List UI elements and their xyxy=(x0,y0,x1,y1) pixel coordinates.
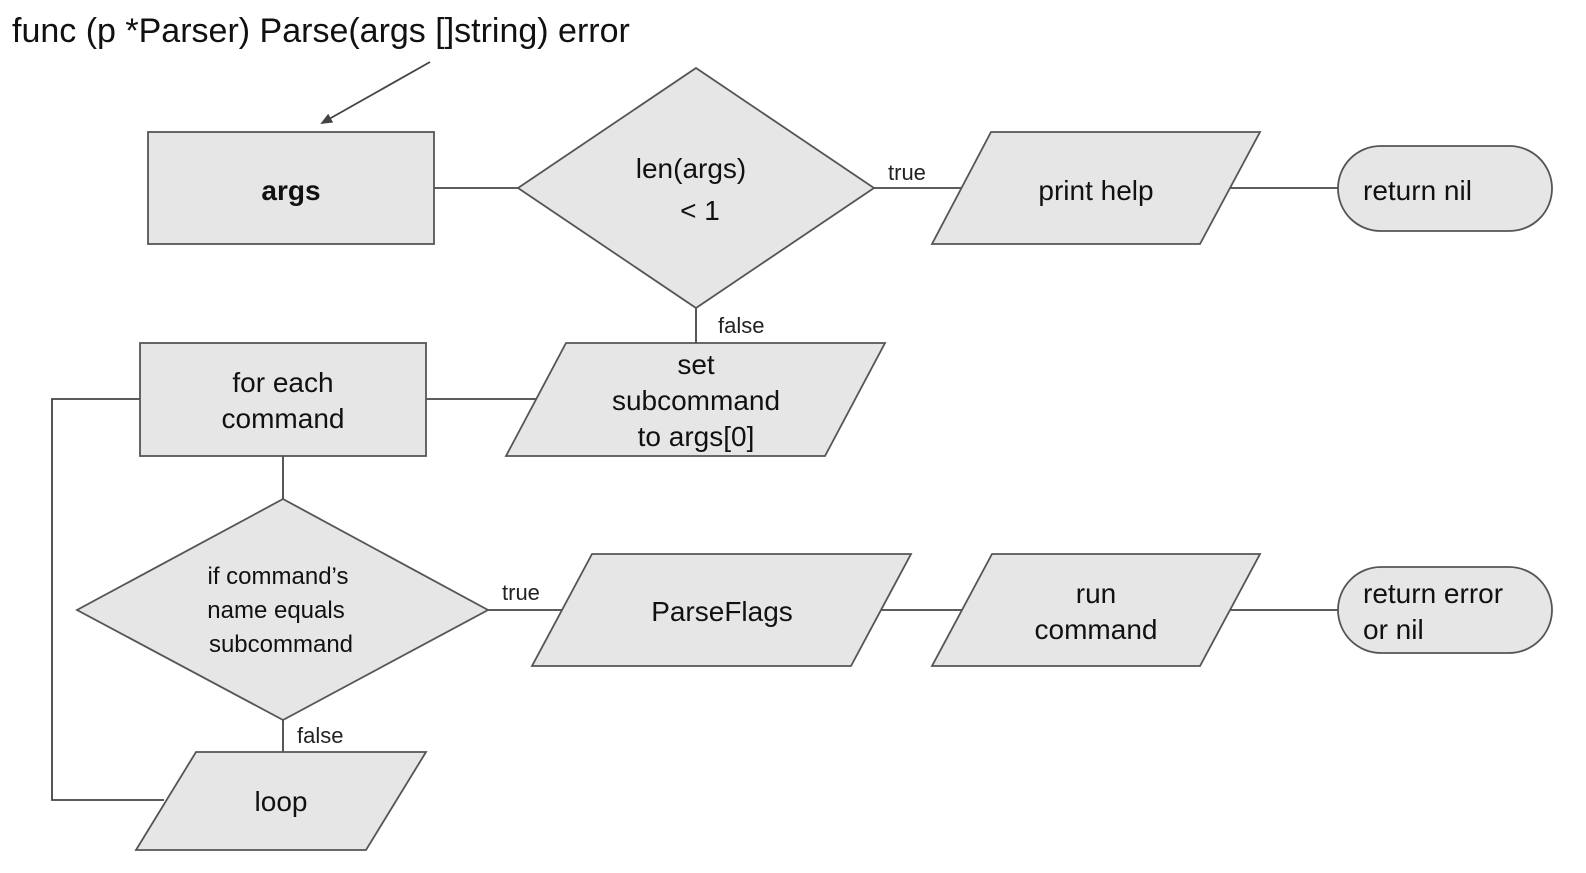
parse-flags-io-box xyxy=(530,553,913,667)
for-each-label-line1: for each xyxy=(232,367,333,398)
loop-io-box xyxy=(134,751,428,851)
print-help-io-box xyxy=(930,131,1262,245)
return-error-label-line1: return error xyxy=(1363,578,1503,609)
title-to-args-arrow xyxy=(320,61,431,124)
return-error-label-line2: or nil xyxy=(1363,614,1424,645)
run-command-label-line1: run xyxy=(1076,578,1116,609)
print-help-label: print help xyxy=(1038,175,1153,206)
set-subcommand-io-box xyxy=(504,342,887,457)
return-nil-terminator xyxy=(1337,145,1553,232)
len-check-true-label: true xyxy=(888,160,926,185)
run-command-io-box xyxy=(930,553,1262,667)
parse-flags-label: ParseFlags xyxy=(651,596,793,627)
len-args-decision-diamond xyxy=(516,66,876,310)
function-signature-title: func (p *Parser) Parse(args []string) er… xyxy=(12,12,630,50)
if-command-true-label: true xyxy=(502,580,540,605)
if-command-false-label: false xyxy=(297,723,343,748)
len-check-false-label: false xyxy=(718,313,764,338)
if-command-label-line2: name equals xyxy=(207,597,344,624)
run-command-label-line2: command xyxy=(1035,614,1158,645)
len-args-label-line2: < 1 xyxy=(680,195,720,226)
for-each-command-box xyxy=(139,342,427,457)
return-error-terminator xyxy=(1337,566,1553,654)
if-command-decision-diamond xyxy=(75,497,490,722)
if-command-label-line1: if command’s xyxy=(208,563,349,590)
set-subcommand-label-line3: to args[0] xyxy=(638,421,755,452)
args-label: args xyxy=(261,175,320,206)
loop-label: loop xyxy=(255,786,308,817)
if-command-label-line3: subcommand xyxy=(209,631,353,658)
for-each-label-line2: command xyxy=(222,403,345,434)
set-subcommand-label-line2: subcommand xyxy=(612,385,780,416)
args-process-box xyxy=(147,131,435,245)
return-nil-label: return nil xyxy=(1363,175,1472,206)
connector-loop-back-to-for-each xyxy=(51,398,164,801)
set-subcommand-label-line1: set xyxy=(677,349,715,380)
len-args-label-line1: len(args) xyxy=(636,153,746,184)
